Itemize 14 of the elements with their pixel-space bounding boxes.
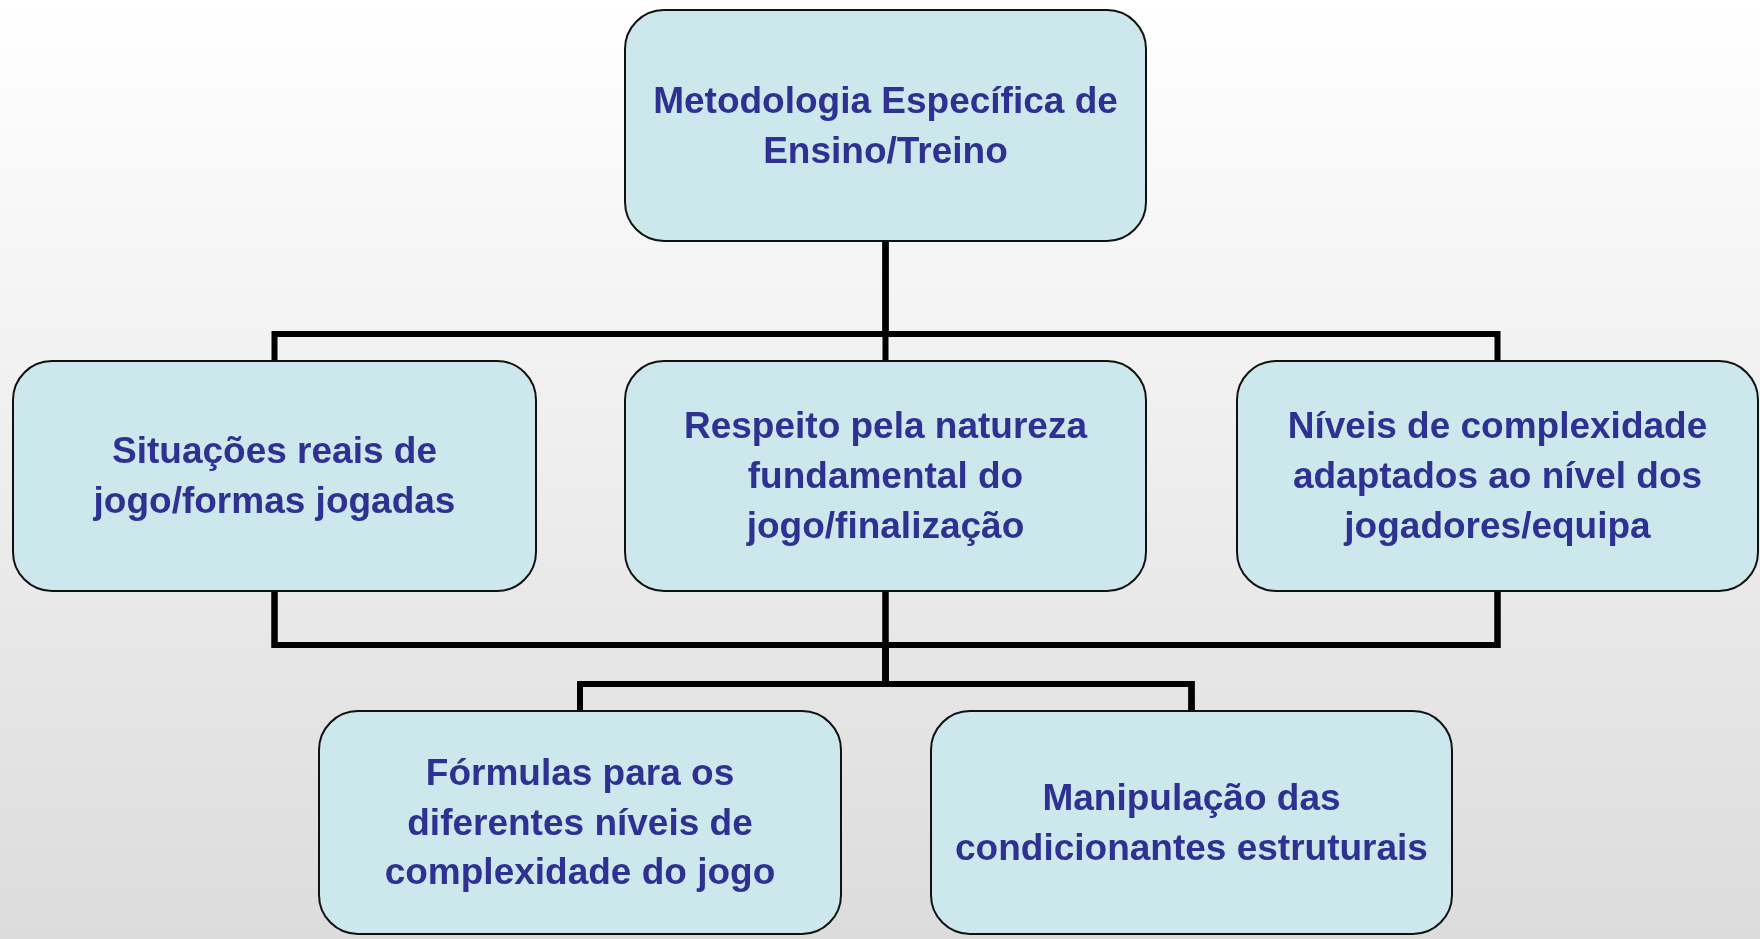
node-text: Respeito pela natureza fundamental do jogo/finalização [683,404,1089,548]
node-text: Níveis de complexidade adaptados ao nível dos jogadores/equipa [1286,404,1709,548]
connector-line [882,242,1501,360]
process-box [12,360,537,592]
node-text: Situações reais de jogo/formas jogadas [92,429,457,523]
process-box [930,710,1453,935]
process-box [318,710,842,935]
node-text: Fórmulas para os diferentes níveis de complexidade do jogo [383,750,777,895]
process-box [624,360,1147,592]
connector-line [882,592,1501,710]
node-text: Metodologia Específica de Ensino/Treino [652,78,1119,173]
process-box [1236,360,1759,592]
process-box [624,9,1147,242]
node-text: Manipulação das condicionantes estruturais [954,775,1429,870]
